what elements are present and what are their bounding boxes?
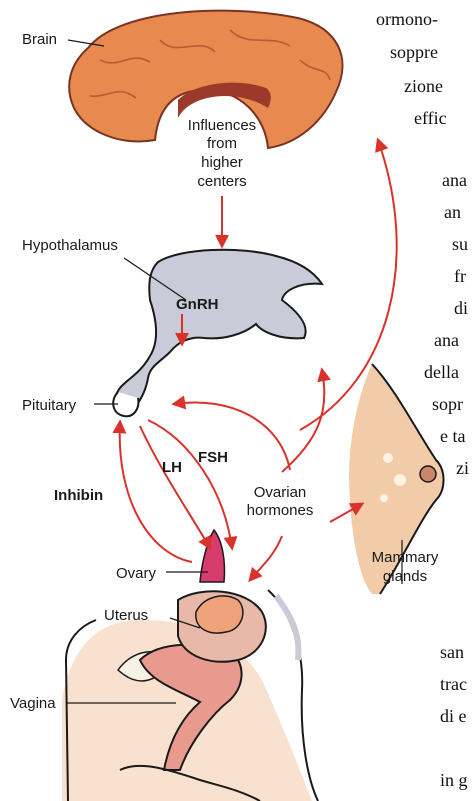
label-mammary-2: glands: [383, 568, 427, 585]
arrow-ovarian-to-hypothalamus: [281, 367, 331, 473]
label-mammary-1: Mammary: [372, 549, 439, 566]
side-text-line: an: [444, 202, 461, 222]
label-gnrh: GnRH: [176, 296, 219, 313]
side-text-line: su: [452, 234, 468, 254]
label-vagina: Vagina: [10, 695, 56, 712]
label-brain: Brain: [22, 31, 57, 48]
side-text-column: ormono- soppre zione effic ana an su fr …: [376, 9, 469, 790]
label-ovarian-2: hormones: [247, 502, 314, 519]
hormone-arrows: [112, 137, 398, 583]
arrow-ovarian-to-breast: [329, 502, 365, 523]
arrow-lh: [139, 425, 212, 551]
label-inhibin: Inhibin: [54, 487, 103, 504]
side-text-line: fr: [454, 266, 466, 286]
brain-illustration: [68, 9, 344, 150]
side-text-line: zi: [456, 458, 469, 478]
breast-illustration: [349, 363, 445, 595]
arrow-ovarian-to-uterus: [248, 535, 283, 583]
label-ovary: Ovary: [116, 565, 157, 582]
side-text-line: soppre: [390, 42, 438, 62]
label-influences-4: centers: [197, 173, 246, 190]
arrow-fsh: [147, 419, 238, 551]
side-text-line: in g: [440, 770, 468, 790]
side-text-line: e ta: [440, 426, 465, 446]
label-influences-2: from: [207, 135, 237, 152]
side-text-line: ormono-: [376, 9, 438, 29]
side-text-line: ana: [434, 330, 459, 350]
label-influences-3: higher: [201, 154, 243, 171]
arrow-inhibin: [112, 419, 193, 563]
label-fsh: FSH: [198, 449, 228, 466]
side-text-line: trac: [440, 674, 467, 694]
label-influences-1: Influences: [188, 117, 256, 134]
side-text-line: san: [440, 642, 464, 662]
leader-lines: [66, 39, 403, 704]
label-ovarian-1: Ovarian: [254, 484, 307, 501]
side-text-line: della: [424, 362, 459, 382]
label-lh: LH: [162, 459, 182, 476]
label-uterus: Uterus: [104, 607, 148, 624]
side-text-line: zione: [404, 76, 443, 96]
side-text-line: sopr: [432, 394, 463, 414]
diagram-labels: Brain Influences from higher centers Hyp…: [10, 31, 439, 712]
arrow-ovarian-to-brain: [299, 137, 398, 431]
side-text-line: ana: [442, 170, 467, 190]
label-pituitary: Pituitary: [22, 397, 77, 414]
pelvic-illustration: [62, 528, 319, 801]
label-hypothalamus: Hypothalamus: [22, 237, 118, 254]
side-text-line: di e: [440, 706, 467, 726]
arrow-ovarian-to-pituitary: [171, 395, 291, 471]
hypothalamus-pituitary-illustration: [112, 248, 324, 418]
side-text-line: effic: [414, 108, 447, 128]
side-text-line: di: [454, 298, 468, 318]
